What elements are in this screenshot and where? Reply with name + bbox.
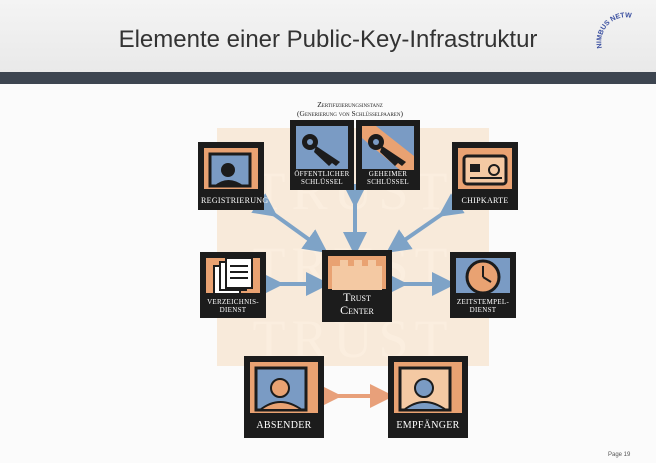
slide-title: Elemente einer Public-Key-Infrastruktur — [118, 26, 538, 53]
node-zeitstempeldienst: Zeitstempel-dienst — [450, 252, 516, 318]
node-empfaenger: Empfänger — [388, 356, 468, 438]
instanz-title-line2: (Generierung von Schlüsselpaaren) — [297, 109, 403, 118]
arrow-registrierung-trustcenter — [251, 193, 328, 254]
key-icon — [296, 126, 348, 169]
node-verzeichnisdienst: Verzeichnis-dienst — [200, 252, 266, 318]
clock-icon — [456, 258, 510, 295]
node-registrierung: Registrierung — [198, 142, 269, 210]
node-absender: Absender — [244, 356, 324, 438]
node-label: Verzeichnis-dienst — [207, 298, 259, 314]
node-trust-center: Trust Center — [322, 250, 392, 322]
slide-header: Elemente einer Public-Key-Infrastruktur … — [0, 0, 656, 72]
node-label: Chipkarte — [461, 196, 509, 205]
instanz-title-line1: Zertifizierungsinstanz — [317, 100, 383, 109]
header-bar — [0, 72, 656, 84]
node-label: GeheimerSchlüssel — [367, 170, 409, 186]
chipcard-icon — [458, 148, 512, 189]
instanz-title: Zertifizierungsinstanz (Generierung von … — [240, 100, 460, 118]
documents-icon — [206, 257, 260, 295]
node-chipkarte: Chipkarte — [452, 142, 518, 210]
receiver-person-icon — [394, 362, 462, 413]
node-oeffentlicher-schluessel: ÖffentlicherSchlüssel — [290, 120, 354, 190]
nimbus-logo: NIMBUS NETW — [596, 12, 632, 49]
node-label: ÖffentlicherSchlüssel — [294, 170, 350, 186]
node-geheimer-schluessel: GeheimerSchlüssel — [356, 120, 420, 190]
node-label: Zeitstempel-dienst — [456, 298, 510, 314]
sender-person-icon — [250, 362, 318, 413]
node-label: Registrierung — [201, 196, 269, 205]
arrow-chipkarte-trustcenter — [386, 193, 465, 253]
page-number: Page 19 — [608, 452, 631, 458]
trustcenter-line2: Center — [340, 303, 374, 317]
node-label: Empfänger — [396, 420, 460, 431]
person-screen-icon — [204, 148, 258, 189]
tower-icon — [328, 256, 386, 290]
crossed-key-icon — [362, 126, 414, 170]
node-label: Absender — [256, 420, 312, 431]
trustcenter-line1: Trust — [343, 290, 371, 304]
